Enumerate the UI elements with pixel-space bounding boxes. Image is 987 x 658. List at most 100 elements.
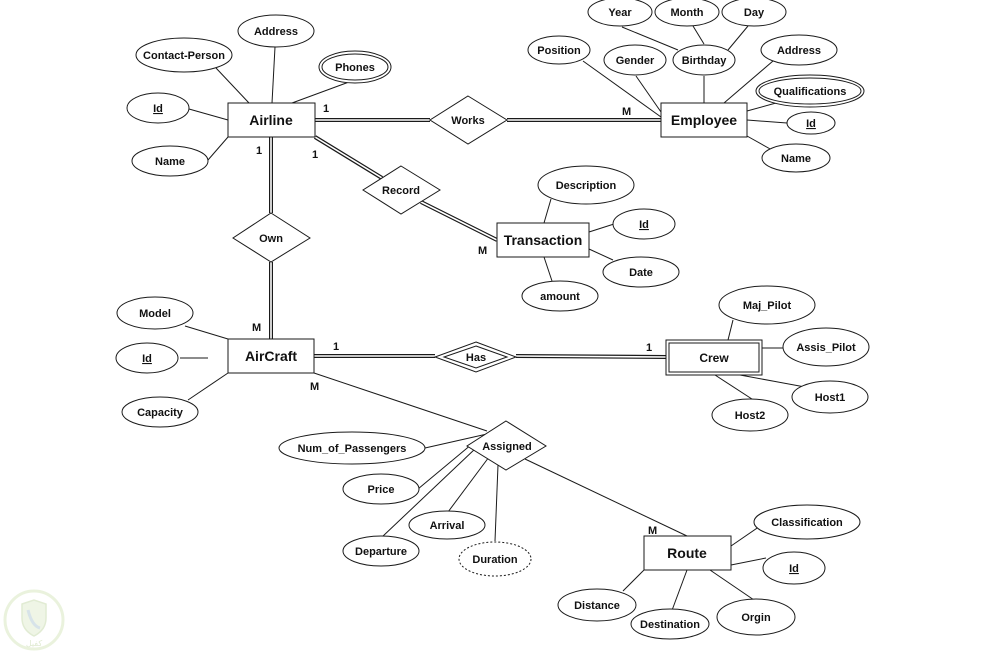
attr-crew-host1[interactable]: Host1 — [791, 380, 869, 414]
line-airline-name — [207, 136, 229, 161]
attr-employee-month-label: Month — [671, 7, 704, 19]
attr-employee-id-key[interactable]: Id — [786, 111, 836, 135]
attr-crew-host2[interactable]: Host2 — [711, 398, 789, 432]
attr-assigned-arrival[interactable]: Arrival — [408, 510, 486, 540]
attr-employee-year-label: Year — [608, 7, 632, 19]
attr-route-id-key[interactable]: Id — [762, 551, 826, 585]
line-employee-name — [746, 135, 773, 151]
relationship-has-identifying[interactable]: Has — [433, 341, 518, 373]
attr-crew-maj-pilot-label: Maj_Pilot — [743, 300, 792, 312]
attr-assigned-duration-derived[interactable]: Duration — [458, 541, 532, 577]
attr-aircraft-model[interactable]: Model — [116, 296, 194, 330]
line-employee-gender — [635, 75, 662, 113]
entity-crew-weak[interactable]: Crew — [665, 339, 763, 376]
watermark-logo: كفيل — [3, 589, 65, 651]
attr-route-id-label: Id — [789, 563, 799, 575]
link-airline-record — [313, 135, 384, 180]
attr-employee-position[interactable]: Position — [527, 35, 591, 65]
attr-airline-phones-multivalued[interactable]: Phones — [318, 50, 392, 84]
line-birthday-year — [621, 26, 679, 51]
attr-airline-address[interactable]: Address — [237, 14, 315, 48]
attr-employee-position-label: Position — [537, 45, 581, 57]
link-has-crew — [515, 354, 667, 359]
attr-transaction-amount-label: amount — [540, 291, 580, 303]
relationship-works[interactable]: Works — [429, 95, 508, 145]
entity-crew-label: Crew — [699, 351, 729, 365]
attr-route-distance[interactable]: Distance — [557, 588, 637, 622]
watermark-text: كفيل — [26, 639, 43, 648]
attr-airline-name-label: Name — [155, 156, 185, 168]
entity-airline[interactable]: Airline — [227, 102, 316, 138]
line-transaction-date — [588, 248, 614, 261]
attr-route-distance-label: Distance — [574, 600, 620, 612]
attr-transaction-id-key[interactable]: Id — [612, 208, 676, 240]
line-route-orgin — [709, 569, 755, 601]
attr-aircraft-id-key[interactable]: Id — [115, 342, 179, 374]
attr-employee-address[interactable]: Address — [760, 34, 838, 66]
attr-assigned-price[interactable]: Price — [342, 473, 420, 505]
attr-aircraft-id-label: Id — [142, 353, 152, 365]
attr-aircraft-capacity[interactable]: Capacity — [121, 396, 199, 428]
attr-employee-birthday-composite[interactable]: Birthday — [672, 44, 736, 76]
entity-aircraft[interactable]: AirCraft — [227, 338, 315, 374]
line-birthday-month — [692, 25, 705, 45]
attr-crew-assis-pilot[interactable]: Assis_Pilot — [782, 327, 870, 367]
attr-airline-id-key[interactable]: Id — [126, 92, 190, 124]
shield-icon — [21, 599, 47, 637]
attr-employee-name-label: Name — [781, 153, 811, 165]
attr-route-classification[interactable]: Classification — [753, 504, 861, 540]
line-airline-address — [271, 46, 276, 104]
attr-transaction-amount[interactable]: amount — [521, 280, 599, 312]
attr-employee-address-label: Address — [777, 45, 821, 57]
line-assigned-duration — [494, 464, 499, 542]
attr-employee-qualifications-multivalued[interactable]: Qualifications — [755, 74, 865, 108]
attr-employee-day[interactable]: Day — [721, 0, 787, 27]
relationship-own[interactable]: Own — [232, 212, 311, 263]
line-crew-maj-pilot — [727, 319, 734, 341]
attr-route-orgin-label: Orgin — [741, 612, 771, 624]
line-aircraft-model — [184, 325, 229, 340]
attr-crew-host2-label: Host2 — [735, 410, 766, 422]
attr-transaction-id-label: Id — [639, 219, 649, 231]
attr-airline-contact-person[interactable]: Contact-Person — [135, 37, 233, 73]
connector-lines — [180, 25, 806, 614]
attr-employee-year[interactable]: Year — [587, 0, 653, 27]
attr-employee-name[interactable]: Name — [761, 143, 831, 173]
card-aircraft-has: 1 — [333, 341, 339, 353]
line-employee-position — [582, 60, 662, 118]
line-transaction-id — [588, 223, 615, 233]
card-works-employee: M — [622, 106, 631, 118]
relationship-assigned-label: Assigned — [482, 441, 532, 453]
card-record-transaction: M — [478, 245, 487, 257]
attr-crew-maj-pilot[interactable]: Maj_Pilot — [718, 285, 816, 325]
attr-employee-month[interactable]: Month — [654, 0, 720, 27]
attr-route-classification-label: Classification — [771, 517, 843, 529]
watermark-ring-icon — [3, 589, 65, 651]
relationship-works-label: Works — [451, 115, 484, 127]
entity-route[interactable]: Route — [643, 535, 732, 571]
attr-employee-gender[interactable]: Gender — [603, 44, 667, 76]
relationship-assigned[interactable]: Assigned — [466, 420, 547, 471]
attr-route-orgin[interactable]: Orgin — [716, 598, 796, 636]
attr-airline-name[interactable]: Name — [131, 145, 209, 177]
card-airline-record: 1 — [312, 149, 318, 161]
entity-employee-label: Employee — [671, 112, 737, 128]
attr-assigned-departure[interactable]: Departure — [342, 535, 420, 567]
card-own-aircraft: M — [252, 322, 261, 334]
relationship-own-label: Own — [259, 233, 283, 245]
line-employee-address — [723, 60, 774, 104]
card-has-crew: 1 — [646, 342, 652, 354]
attr-airline-id-label: Id — [153, 103, 163, 115]
attr-airline-address-label: Address — [254, 26, 298, 38]
attr-transaction-description[interactable]: Description — [537, 165, 635, 205]
relationship-record[interactable]: Record — [362, 165, 441, 215]
entity-transaction[interactable]: Transaction — [496, 222, 590, 258]
attr-assigned-num-passengers[interactable]: Num_of_Passengers — [278, 431, 426, 465]
attr-assigned-arrival-label: Arrival — [430, 520, 465, 532]
attr-route-destination[interactable]: Destination — [630, 608, 710, 640]
entity-employee[interactable]: Employee — [660, 102, 748, 138]
relationship-record-label: Record — [382, 185, 420, 197]
line-employee-qualifications — [746, 102, 777, 112]
attr-assigned-departure-label: Departure — [355, 546, 407, 558]
attr-transaction-date[interactable]: Date — [602, 256, 680, 288]
